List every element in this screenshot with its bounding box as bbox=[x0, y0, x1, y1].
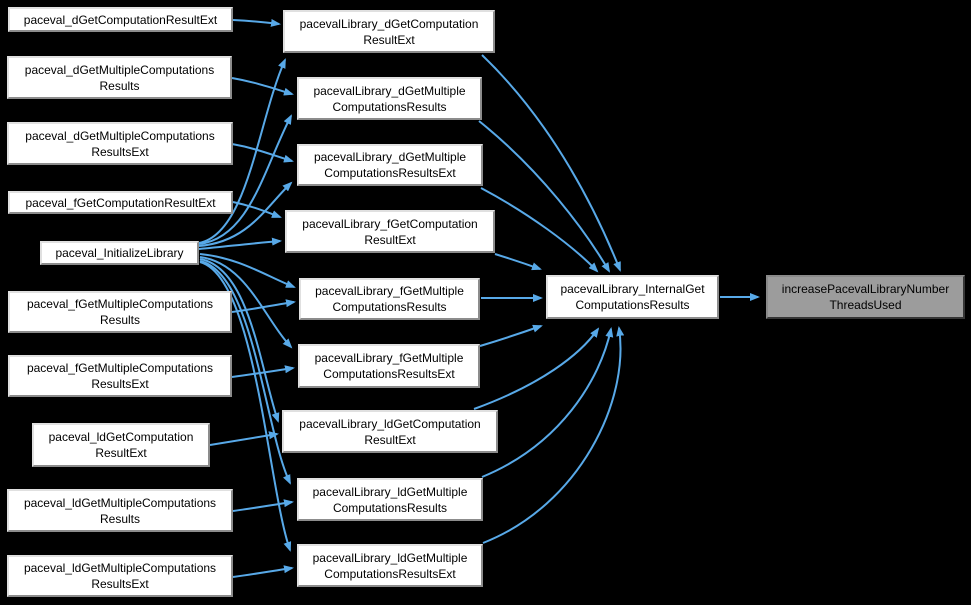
node-paceval_fGetMultipleComputationsResultsExt[interactable]: paceval_fGetMultipleComputations Results… bbox=[8, 355, 232, 397]
edge-paceval_InitializeLibrary-to-pacevalLibrary_fGetMultipleComputationsResults bbox=[199, 253, 296, 288]
edge-paceval_dGetComputationResultExt-to-pacevalLibrary_dGetComputationResultExt bbox=[232, 18, 281, 27]
edge-paceval_ldGetMultipleComputationsResults-to-pacevalLibrary_ldGetMultipleComputationsResults bbox=[232, 499, 294, 512]
node-paceval_fGetMultipleComputationsResults[interactable]: paceval_fGetMultipleComputations Results bbox=[8, 291, 232, 333]
edge-paceval_fGetMultipleComputationsResultsExt-to-pacevalLibrary_fGetMultipleComputationsResultsExt bbox=[231, 365, 295, 378]
edge-pacevalLibrary_dGetMultipleComputationsResultsExt-to-pacevalLibrary_InternalGetComputationsResults bbox=[480, 187, 599, 273]
edge-paceval_InitializeLibrary-to-pacevalLibrary_dGetMultipleComputationsResults bbox=[198, 114, 292, 245]
node-paceval_ldGetComputationResultExt[interactable]: paceval_ldGetComputation ResultExt bbox=[32, 423, 210, 467]
edge-pacevalLibrary_ldGetMultipleComputationsResults-to-pacevalLibrary_InternalGetComputationsResults bbox=[481, 327, 614, 478]
edge-paceval_InitializeLibrary-to-pacevalLibrary_fGetMultipleComputationsResultsExt bbox=[199, 256, 293, 349]
node-paceval_fGetComputationResultExt[interactable]: paceval_fGetComputationResultExt bbox=[8, 191, 233, 214]
node-paceval_dGetMultipleComputationsResults[interactable]: paceval_dGetMultipleComputations Results bbox=[7, 56, 232, 99]
edge-paceval_dGetMultipleComputationsResultsExt-to-pacevalLibrary_dGetMultipleComputationsResultsExt bbox=[231, 143, 294, 163]
node-paceval_dGetComputationResultExt[interactable]: paceval_dGetComputationResultExt bbox=[8, 7, 233, 32]
edge-paceval_InitializeLibrary-to-pacevalLibrary_dGetMultipleComputationsResultsExt bbox=[198, 181, 293, 247]
edge-pacevalLibrary_fGetMultipleComputationsResultsExt-to-pacevalLibrary_InternalGetComputationsResults bbox=[479, 324, 543, 347]
node-pacevalLibrary_ldGetMultipleComputationsResults[interactable]: pacevalLibrary_ldGetMultiple Computation… bbox=[297, 478, 483, 521]
edge-paceval_InitializeLibrary-to-pacevalLibrary_ldGetMultipleComputationsResultsExt bbox=[199, 261, 292, 552]
node-pacevalLibrary_ldGetComputationResultExt[interactable]: pacevalLibrary_ldGetComputation ResultEx… bbox=[282, 410, 498, 453]
node-paceval_ldGetMultipleComputationsResults[interactable]: paceval_ldGetMultipleComputations Result… bbox=[7, 489, 233, 532]
edge-paceval_ldGetMultipleComputationsResultsExt-to-pacevalLibrary_ldGetMultipleComputationsResultsExt bbox=[232, 565, 294, 578]
node-paceval_ldGetMultipleComputationsResultsExt[interactable]: paceval_ldGetMultipleComputations Result… bbox=[7, 555, 233, 597]
edge-paceval_InitializeLibrary-to-pacevalLibrary_ldGetComputationResultExt bbox=[199, 258, 280, 423]
edge-paceval_ldGetComputationResultExt-to-pacevalLibrary_ldGetComputationResultExt bbox=[209, 431, 279, 446]
node-pacevalLibrary_ldGetMultipleComputationsResultsExt[interactable]: pacevalLibrary_ldGetMultiple Computation… bbox=[297, 544, 483, 587]
node-increasePacevalLibraryNumberThreadsUsed: increasePacevalLibraryNumber ThreadsUsed bbox=[766, 275, 965, 319]
edge-paceval_dGetMultipleComputationsResults-to-pacevalLibrary_dGetMultipleComputationsResults bbox=[231, 77, 294, 96]
edge-paceval_InitializeLibrary-to-pacevalLibrary_ldGetMultipleComputationsResults bbox=[199, 260, 291, 485]
edge-pacevalLibrary_dGetComputationResultExt-to-pacevalLibrary_InternalGetComputationsResults bbox=[481, 54, 621, 272]
edge-pacevalLibrary_ldGetComputationResultExt-to-pacevalLibrary_InternalGetComputationsResults bbox=[473, 327, 600, 410]
node-paceval_dGetMultipleComputationsResultsExt[interactable]: paceval_dGetMultipleComputations Results… bbox=[7, 122, 233, 165]
edge-paceval_InitializeLibrary-to-pacevalLibrary_dGetComputationResultExt bbox=[198, 58, 286, 244]
node-pacevalLibrary_dGetMultipleComputationsResults[interactable]: pacevalLibrary_dGetMultiple Computations… bbox=[297, 77, 482, 120]
edge-pacevalLibrary_ldGetMultipleComputationsResultsExt-to-pacevalLibrary_InternalGetComputationsResults bbox=[482, 326, 625, 544]
node-pacevalLibrary_InternalGetComputationsResults[interactable]: pacevalLibrary_InternalGet ComputationsR… bbox=[546, 275, 719, 319]
node-pacevalLibrary_fGetComputationResultExt[interactable]: pacevalLibrary_fGetComputation ResultExt bbox=[285, 210, 495, 253]
edge-paceval_fGetComputationResultExt-to-pacevalLibrary_fGetComputationResultExt bbox=[232, 201, 282, 218]
node-pacevalLibrary_fGetMultipleComputationsResults[interactable]: pacevalLibrary_fGetMultiple Computations… bbox=[299, 278, 480, 320]
edge-pacevalLibrary_dGetMultipleComputationsResults-to-pacevalLibrary_InternalGetComputationsResults bbox=[478, 120, 611, 273]
node-pacevalLibrary_dGetComputationResultExt[interactable]: pacevalLibrary_dGetComputation ResultExt bbox=[283, 10, 495, 53]
node-pacevalLibrary_fGetMultipleComputationsResultsExt[interactable]: pacevalLibrary_fGetMultiple Computations… bbox=[298, 344, 480, 388]
node-pacevalLibrary_dGetMultipleComputationsResultsExt[interactable]: pacevalLibrary_dGetMultiple Computations… bbox=[297, 144, 483, 186]
edge-paceval_InitializeLibrary-to-pacevalLibrary_fGetComputationResultExt bbox=[198, 237, 282, 250]
edge-pacevalLibrary_fGetComputationResultExt-to-pacevalLibrary_InternalGetComputationsResults bbox=[494, 253, 542, 271]
node-paceval_InitializeLibrary[interactable]: paceval_InitializeLibrary bbox=[40, 241, 199, 265]
